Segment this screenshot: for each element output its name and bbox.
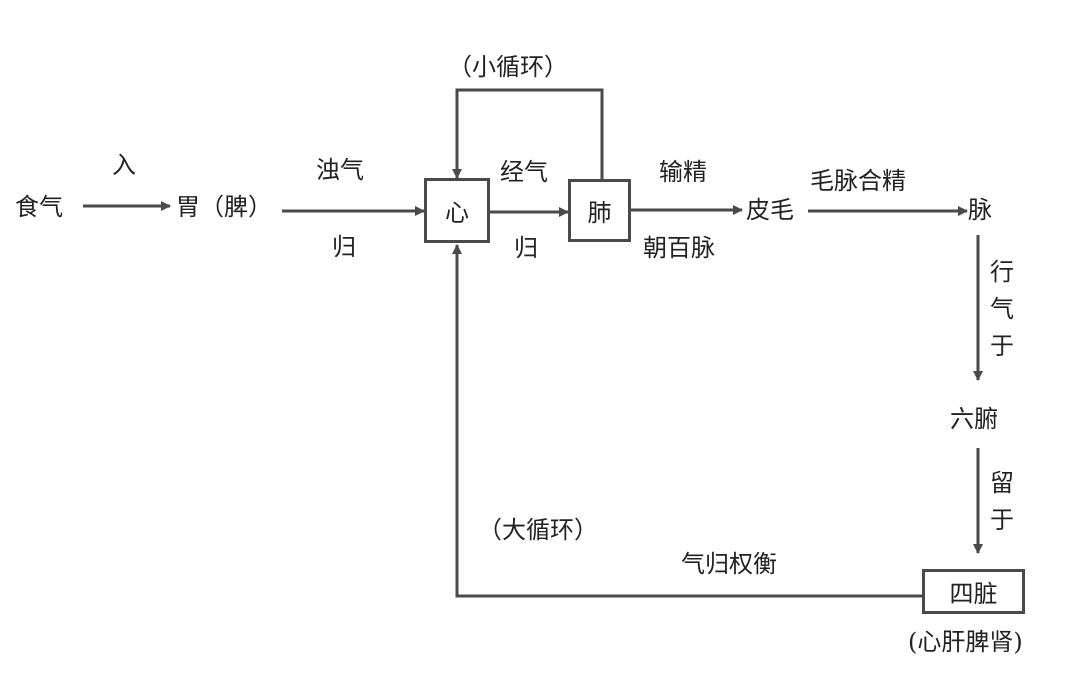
node-vessel: 脉 <box>968 196 992 224</box>
node-food-qi: 食气 <box>15 193 63 221</box>
small-loop-path <box>452 88 604 179</box>
label-remain-in: 留于 <box>990 469 1014 534</box>
label-turbid-qi: 浊气 <box>316 156 364 184</box>
label-return-1: 归 <box>332 233 356 261</box>
node-lung: 肺 <box>568 179 631 242</box>
label-enter: 入 <box>112 151 136 179</box>
label-transport-essence: 输精 <box>659 158 707 186</box>
label-small-loop: （小循环） <box>448 53 568 81</box>
node-stomach-spleen: 胃（脾） <box>176 193 272 221</box>
label-return-2: 归 <box>514 234 538 262</box>
node-four-zang: 四脏 <box>922 569 1025 614</box>
label-hundred-vessels: 朝百脉 <box>643 234 715 262</box>
label-qi-balance: 气归权衡 <box>681 550 777 578</box>
large-loop-path <box>452 244 922 598</box>
label-large-loop: （大循环） <box>478 516 598 544</box>
node-heart: 心 <box>424 178 490 243</box>
label-hair-vessel-essence: 毛脉合精 <box>810 167 906 195</box>
label-channel-qi: 经气 <box>500 158 548 186</box>
label-move-qi-to: 行气于 <box>990 258 1014 360</box>
node-skin-hair: 皮毛 <box>746 196 794 224</box>
node-six-fu: 六腑 <box>950 405 998 433</box>
node-four-zang-note: (心肝脾肾) <box>908 628 1023 656</box>
